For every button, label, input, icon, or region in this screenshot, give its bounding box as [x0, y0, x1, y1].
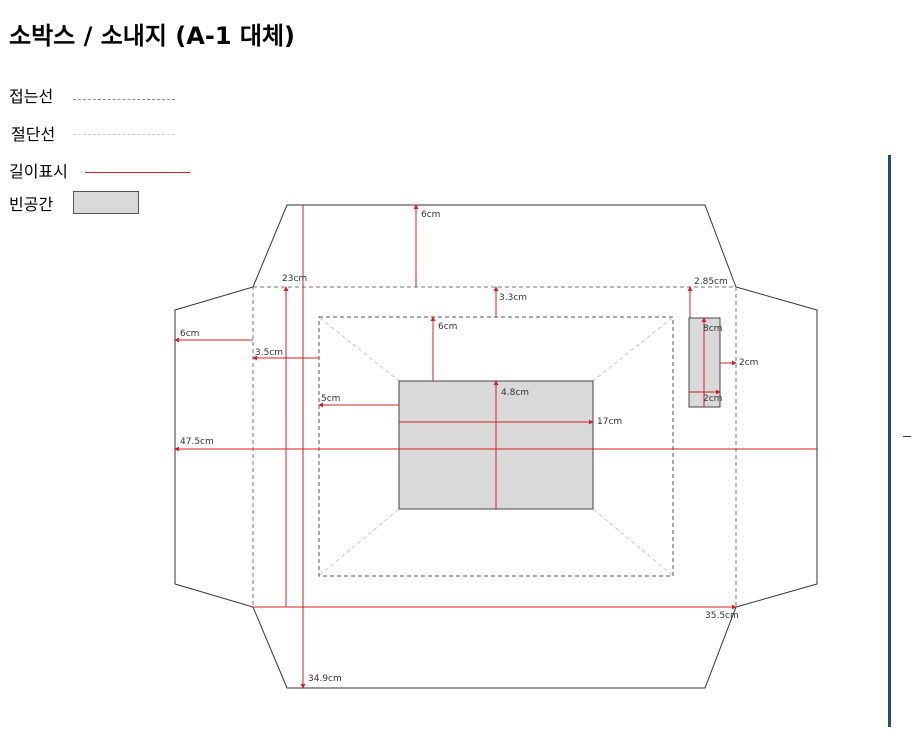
- legend-length-line: [85, 172, 190, 173]
- dim-tab-bottom: 2cm: [703, 394, 722, 404]
- dim-inner-inset: 3.5cm: [255, 348, 283, 358]
- diagonal-cut-lines: [319, 317, 673, 576]
- dim-base-width: 35.5cm: [705, 611, 739, 621]
- legend-fold-line: [73, 99, 175, 100]
- dim-window-top: 6cm: [438, 322, 457, 332]
- dim-left-flap: 6cm: [180, 329, 199, 339]
- side-scroll-bar: [888, 155, 891, 727]
- legend-fold-label: 접는선: [9, 87, 54, 106]
- dim-top-flap: 6cm: [421, 210, 440, 220]
- dim-tab-right: 2cm: [739, 358, 758, 368]
- dim-tab-height: 8cm: [703, 324, 722, 334]
- dim-window-width: 17cm: [597, 417, 622, 427]
- dim-corner-tab: 2.85cm: [694, 277, 728, 287]
- legend-empty-swatch: [73, 191, 139, 214]
- dim-inner-height: 23cm: [282, 274, 307, 284]
- dim-window-height: 4.8cm: [501, 388, 529, 398]
- legend-length-label: 길이표시: [9, 162, 68, 181]
- dim-total-height: 34.9cm: [308, 674, 342, 684]
- legend-empty-label: 빈공간: [9, 195, 54, 214]
- legend-cut-line: [73, 134, 175, 135]
- page-title: 소박스 / 소내지 (A-1 대체): [9, 22, 295, 50]
- dimension-lines: [174, 204, 817, 689]
- side-tick-mark: [903, 436, 911, 437]
- dim-top-gap: 3.3cm: [499, 293, 527, 303]
- dim-total-width: 47.5cm: [180, 437, 214, 447]
- legend-cut-label: 절단선: [11, 125, 56, 144]
- dim-window-left: 5cm: [321, 394, 340, 404]
